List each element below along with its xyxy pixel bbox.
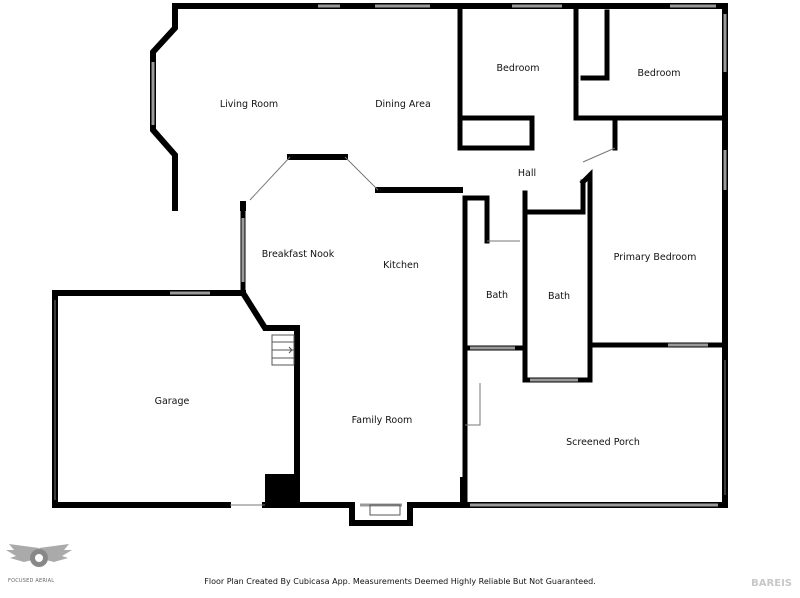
bareis-logo: BAREIS bbox=[751, 578, 792, 589]
fireplace bbox=[369, 504, 401, 516]
room-label-bath-2: Bath bbox=[548, 291, 570, 302]
room-label-garage: Garage bbox=[155, 396, 190, 407]
focused-aerial-text: FOCUSED AERIAL bbox=[8, 578, 55, 584]
room-label-dining-area: Dining Area bbox=[375, 99, 431, 110]
wings-icon bbox=[6, 544, 72, 567]
room-label-kitchen: Kitchen bbox=[383, 260, 419, 271]
stairs bbox=[271, 334, 295, 366]
room-label-bedroom-1: Bedroom bbox=[497, 63, 540, 74]
room-label-family-room: Family Room bbox=[352, 415, 413, 426]
room-label-hall: Hall bbox=[518, 168, 536, 179]
room-label-breakfast-nook: Breakfast Nook bbox=[262, 249, 335, 260]
footer-disclaimer: Floor Plan Created By Cubicasa App. Meas… bbox=[204, 577, 596, 586]
room-label-primary-bedroom: Primary Bedroom bbox=[614, 252, 697, 263]
garage-column bbox=[265, 474, 299, 507]
room-label-screened-porch: Screened Porch bbox=[566, 437, 640, 448]
focused-aerial-logo: FOCUSED AERIAL bbox=[4, 540, 74, 590]
room-label-living-room: Living Room bbox=[220, 99, 278, 110]
door-openings bbox=[54, 147, 726, 506]
room-label-bath-1: Bath bbox=[486, 290, 508, 301]
room-label-bedroom-2: Bedroom bbox=[638, 68, 681, 79]
